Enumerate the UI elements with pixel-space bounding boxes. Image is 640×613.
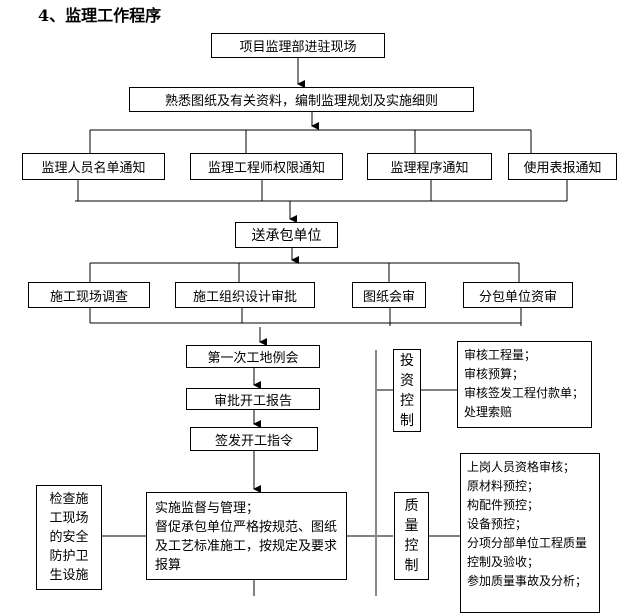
list-item: 处理索赔 (464, 405, 513, 419)
step-enter-site: 项目监理部进驻现场 (211, 33, 385, 58)
prep-site-survey: 施工现场调查 (28, 282, 150, 308)
step-first-meeting: 第一次工地例会 (186, 345, 320, 368)
label-char: 控 (400, 392, 414, 409)
list-item: 审核工程量； (464, 348, 537, 362)
prep-construction-design: 施工组织设计审批 (175, 282, 315, 308)
quality-control-items: 上岗人员资格审核； 原材料预控； 构配件预控； 设备预控； 分项分部单位工程质量… (460, 453, 600, 613)
notice-personnel: 监理人员名单通知 (22, 153, 165, 180)
step-send-contractor: 送承包单位 (235, 222, 338, 248)
notice-procedure: 监理程序通知 (367, 153, 492, 180)
list-item: 审核签发工程付款单； (464, 386, 585, 400)
label-char: 制 (404, 558, 419, 574)
step-issue-start-order: 签发开工指令 (190, 427, 318, 451)
prep-subcontractor-review: 分包单位资审 (463, 282, 573, 308)
quality-control-label: 质量控制 (394, 492, 429, 580)
notice-forms: 使用表报通知 (508, 153, 617, 180)
safety-check-box: 检查施工现场的安全防护卫生设施 (36, 485, 102, 590)
supervision-line-2: 督促承包单位严格按规范、图纸及工艺标准施工，按规定及要求报算 (155, 520, 338, 573)
list-item: 上岗人员资格审核； (467, 460, 576, 474)
step-study-drawings: 熟悉图纸及有关资料，编制监理规划及实施细则 (129, 87, 474, 112)
list-item: 审核预算； (464, 367, 525, 381)
label-char: 投 (400, 352, 414, 369)
label-char: 质 (404, 498, 419, 514)
supervision-line-1: 实施监督与管理； (155, 501, 260, 516)
connectors (75, 58, 568, 596)
step-supervision: 实施监督与管理； 督促承包单位严格按规范、图纸及工艺标准施工，按规定及要求报算 (146, 492, 347, 580)
list-item: 分项分部单位工程质量控制及验收； (467, 536, 588, 569)
prep-drawing-review: 图纸会审 (352, 282, 426, 308)
investment-control-items: 审核工程量； 审核预算； 审核签发工程付款单； 处理索赔 (457, 341, 592, 428)
label-char: 控 (404, 538, 419, 554)
notice-authority: 监理工程师权限通知 (190, 153, 343, 180)
step-approve-start-report: 审批开工报告 (186, 388, 320, 410)
list-item: 参加质量事故及分析； (467, 574, 588, 588)
section-title: 4、监理工作程序 (38, 6, 162, 25)
label-char: 量 (404, 518, 419, 534)
list-item: 设备预控； (467, 517, 528, 531)
label-char: 资 (400, 372, 414, 389)
list-item: 构配件预控； (467, 498, 540, 512)
list-item: 原材料预控； (467, 479, 540, 493)
investment-control-label: 投资控制 (393, 349, 421, 432)
label-char: 制 (400, 412, 414, 429)
